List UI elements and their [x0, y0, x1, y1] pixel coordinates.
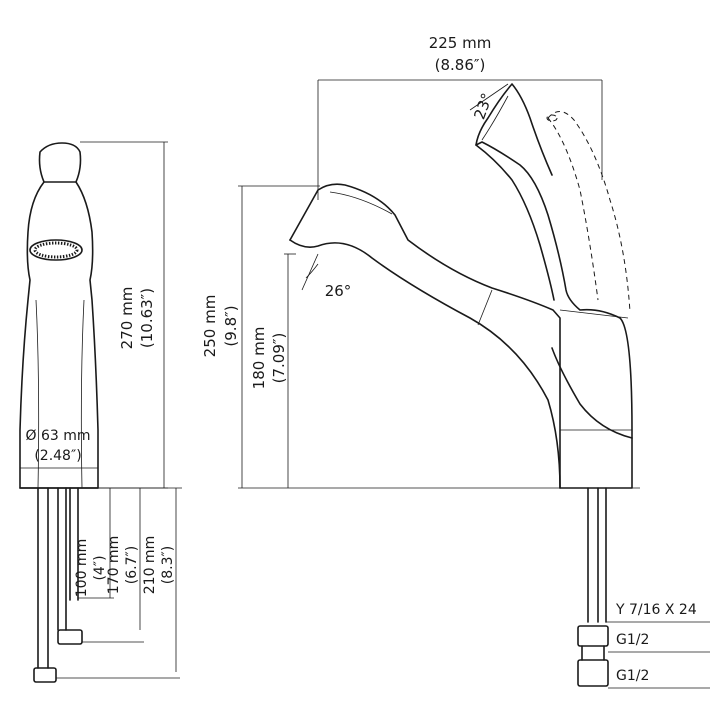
side-view: [289, 83, 633, 687]
outlet-height-mm-label: 180 mm: [250, 327, 268, 390]
total-height-mm-label: 270 mm: [118, 287, 136, 350]
front-view: [19, 142, 99, 683]
connection-labels: Y 7/16 X 24 G1/2 G1/2: [615, 602, 697, 684]
hose-2-spec-label: G1/2: [616, 668, 649, 684]
shank-210-inch-label: (8.3″): [160, 546, 176, 584]
base-diameter-inch-label: (2.48″): [34, 448, 81, 464]
shank-170-inch-label: (6.7″): [124, 546, 140, 584]
spout-height-inch-label: (9.8″): [222, 305, 240, 346]
thread-spec-label: Y 7/16 X 24: [615, 602, 697, 618]
spray-angle-label: 26°: [325, 282, 352, 300]
shank-170-mm-label: 170 mm: [106, 536, 122, 594]
reach-inch-label: (8.86″): [435, 56, 486, 74]
dimension-labels: 225 mm (8.86″) 23° 26° 270 mm (10.63″) 2…: [25, 34, 496, 597]
shank-100-mm-label: 100 mm: [74, 539, 90, 597]
spout-height-mm-label: 250 mm: [201, 295, 219, 358]
reach-mm-label: 225 mm: [429, 34, 492, 52]
dimension-lines: [20, 79, 710, 689]
total-height-inch-label: (10.63″): [138, 288, 156, 348]
handle-angle-label: 23°: [470, 91, 496, 122]
shank-100-inch-label: (4″): [92, 555, 108, 580]
shank-210-mm-label: 210 mm: [142, 536, 158, 594]
hose-1-spec-label: G1/2: [616, 632, 649, 648]
outlet-height-inch-label: (7.09″): [270, 333, 288, 384]
base-diameter-mm-label: Ø 63 mm: [25, 428, 90, 444]
